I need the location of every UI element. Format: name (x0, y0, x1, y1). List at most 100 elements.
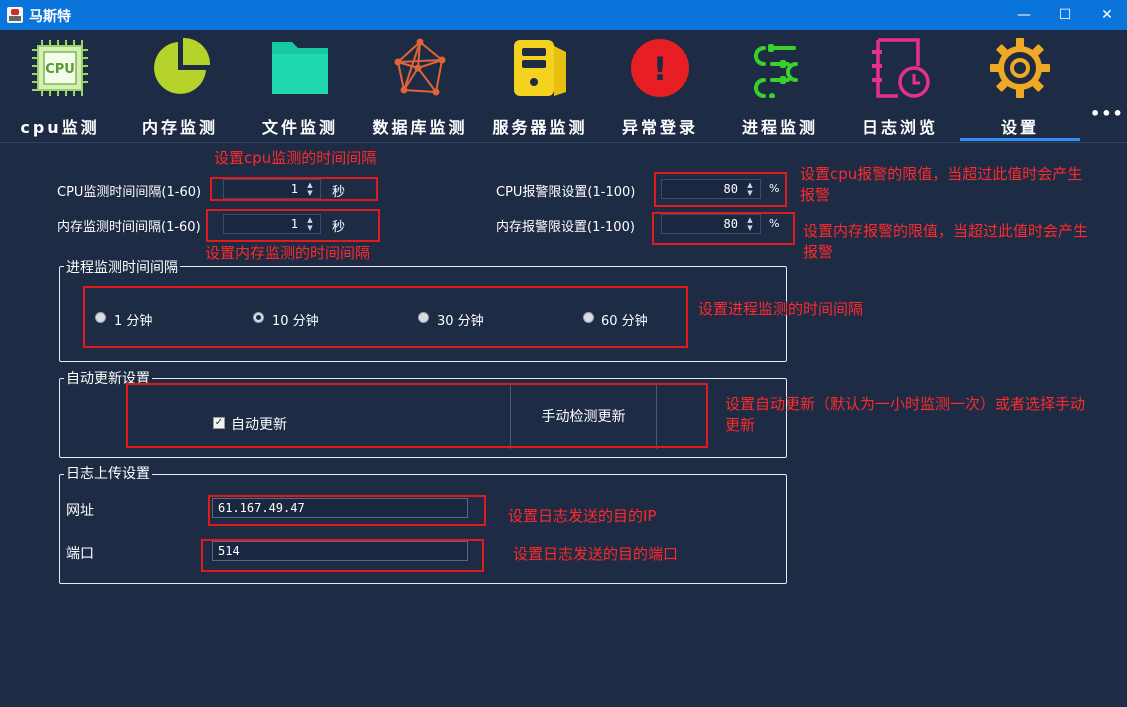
spin-value: 80 (723, 182, 738, 196)
annotation-process: 设置进程监测的时间间隔 (698, 300, 864, 318)
process-icon (754, 44, 798, 98)
annotation-line: 设置自动更新（默认为一小时监测一次）或者选择手动 (725, 395, 1086, 413)
mem-interval-spinbox[interactable]: 1 ▲▼ (223, 214, 321, 234)
auto-update-checkbox[interactable]: ✓ (213, 417, 225, 429)
toolbar-divider (0, 142, 1127, 143)
highlight-box (208, 495, 486, 526)
highlight-box (201, 539, 484, 572)
server-icon (514, 40, 566, 96)
cpu-interval-label: CPU监测时间间隔(1-60) (57, 185, 202, 200)
cpu-alarm-spinbox[interactable]: 80 ▲▼ (661, 179, 761, 199)
app-logo-icon (7, 7, 23, 23)
alert-icon: ! (631, 39, 689, 97)
more-icon[interactable]: ••• (1090, 104, 1124, 123)
svg-text:CPU: CPU (45, 62, 75, 77)
tab-label: 数据库监测 (372, 118, 468, 137)
gear-icon (990, 38, 1050, 98)
spin-arrows[interactable]: ▲▼ (744, 180, 756, 198)
spin-up-icon[interactable]: ▲ (747, 216, 753, 224)
tab-memory-monitor[interactable]: 内存监测 (120, 30, 240, 142)
spin-arrows[interactable]: ▲▼ (304, 180, 316, 198)
radio-60-minutes[interactable] (583, 312, 594, 323)
tab-label: 文件监测 (261, 118, 338, 137)
tab-label: 内存监测 (141, 118, 218, 137)
highlight-box (83, 286, 688, 348)
radio-label: 10 分钟 (272, 314, 319, 329)
spin-up-icon[interactable]: ▲ (747, 181, 753, 189)
tab-cpu-monitor[interactable]: CPU cpu监测 (0, 30, 120, 142)
tab-process-monitor[interactable]: 进程监测 (720, 30, 840, 142)
spin-up-icon[interactable]: ▲ (307, 216, 313, 224)
url-label: 网址 (66, 503, 94, 519)
spin-down-icon[interactable]: ▼ (307, 189, 313, 197)
highlight-box (206, 209, 380, 242)
svg-text:!: ! (653, 50, 668, 88)
radio-30-minutes[interactable] (418, 312, 429, 323)
auto-update-group (59, 378, 787, 458)
mem-interval-label: 内存监测时间间隔(1-60) (57, 220, 201, 235)
tab-label: 进程监测 (741, 118, 818, 137)
radio-label: 60 分钟 (601, 314, 648, 329)
highlight-box (654, 172, 787, 207)
highlight-box (210, 177, 378, 201)
log-clock-icon (872, 38, 930, 98)
radio-label: 1 分钟 (114, 314, 153, 329)
process-interval-group (59, 266, 787, 362)
main-toolbar: CPU cpu监测 内存监测 文件监测 数据库监测 (0, 30, 1127, 142)
window-title: 马斯特 (29, 9, 71, 25)
annotation-cpu-interval: 设置cpu监测的时间间隔 (214, 149, 377, 167)
pie-chart-icon (154, 38, 210, 94)
minimize-button[interactable]: — (1017, 7, 1031, 23)
log-upload-group (59, 474, 787, 584)
spin-value: 80 (723, 217, 738, 231)
mem-alarm-spinbox[interactable]: 80 ▲▼ (661, 214, 761, 234)
auto-update-label: 自动更新 (231, 417, 287, 433)
tab-file-monitor[interactable]: 文件监测 (240, 30, 360, 142)
log-url-input[interactable]: 61.167.49.47 (212, 498, 468, 518)
tab-label: cpu监测 (20, 118, 100, 137)
tab-label: 日志浏览 (861, 118, 938, 137)
active-tab-indicator (960, 138, 1080, 141)
cpu-icon: CPU (32, 40, 88, 96)
radio-10-minutes[interactable] (253, 312, 264, 323)
cpu-alarm-unit: % (769, 182, 780, 195)
annotation-cpu-alarm: 设置cpu报警的限值，当超过此值时会产生 报警 (800, 164, 1082, 206)
radio-label: 30 分钟 (437, 314, 484, 329)
spin-down-icon[interactable]: ▼ (307, 224, 313, 232)
mem-alarm-unit: % (769, 217, 780, 230)
mem-interval-unit: 秒 (332, 220, 346, 235)
title-bar: 马斯特 — ☐ ✕ (0, 0, 1127, 30)
spin-value: 1 (290, 217, 298, 231)
tab-label: 设置 (1000, 118, 1039, 137)
cpu-interval-spinbox[interactable]: 1 ▲▼ (223, 179, 321, 199)
spin-down-icon[interactable]: ▼ (747, 189, 753, 197)
radio-1-minute[interactable] (95, 312, 106, 323)
tab-server-monitor[interactable]: 服务器监测 (480, 30, 600, 142)
annotation-log-ip: 设置日志发送的目的IP (508, 507, 657, 525)
spin-value: 1 (290, 182, 298, 196)
tab-database-monitor[interactable]: 数据库监测 (360, 30, 480, 142)
spin-arrows[interactable]: ▲▼ (744, 215, 756, 233)
tab-log-browse[interactable]: 日志浏览 (840, 30, 960, 142)
spin-arrows[interactable]: ▲▼ (304, 215, 316, 233)
highlight-box (126, 383, 708, 448)
spin-up-icon[interactable]: ▲ (307, 181, 313, 189)
maximize-button[interactable]: ☐ (1058, 7, 1072, 23)
process-group-title: 进程监测时间间隔 (64, 257, 180, 277)
log-port-input[interactable]: 514 (212, 541, 468, 561)
port-label: 端口 (66, 546, 94, 562)
tab-abnormal-login[interactable]: ! 异常登录 (600, 30, 720, 142)
annotation-line: 设置内存报警的限值，当超过此值时会产生 (803, 222, 1089, 240)
network-icon (394, 38, 446, 96)
annotation-update: 设置自动更新（默认为一小时监测一次）或者选择手动 更新 (725, 394, 1085, 436)
annotation-log-port: 设置日志发送的目的端口 (513, 545, 679, 563)
spin-down-icon[interactable]: ▼ (747, 224, 753, 232)
tab-settings[interactable]: 设置 (960, 30, 1080, 142)
manual-check-update-button[interactable]: 手动检测更新 (510, 385, 657, 449)
highlight-box (652, 212, 795, 245)
tab-label: 服务器监测 (492, 118, 588, 137)
mem-alarm-label: 内存报警限设置(1-100) (496, 220, 635, 235)
annotation-line: 设置cpu报警的限值，当超过此值时会产生 (800, 165, 1083, 183)
close-button[interactable]: ✕ (1101, 7, 1113, 23)
folder-icon (272, 42, 328, 94)
